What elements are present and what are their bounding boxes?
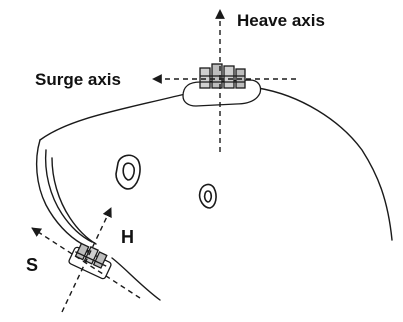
surge-axis-label: Surge axis	[35, 70, 121, 89]
top-sensor	[183, 64, 261, 106]
axis-lines	[32, 10, 296, 312]
left-eye	[116, 155, 140, 189]
left-eye-inner	[123, 163, 134, 180]
h-label: H	[121, 227, 134, 247]
heave-axis-label: Heave axis	[237, 11, 325, 30]
eye-shapes	[116, 155, 216, 208]
s-label: S	[26, 255, 38, 275]
right-eye	[200, 185, 216, 208]
right-eye-inner	[205, 191, 212, 202]
lower-sensor	[68, 241, 114, 280]
